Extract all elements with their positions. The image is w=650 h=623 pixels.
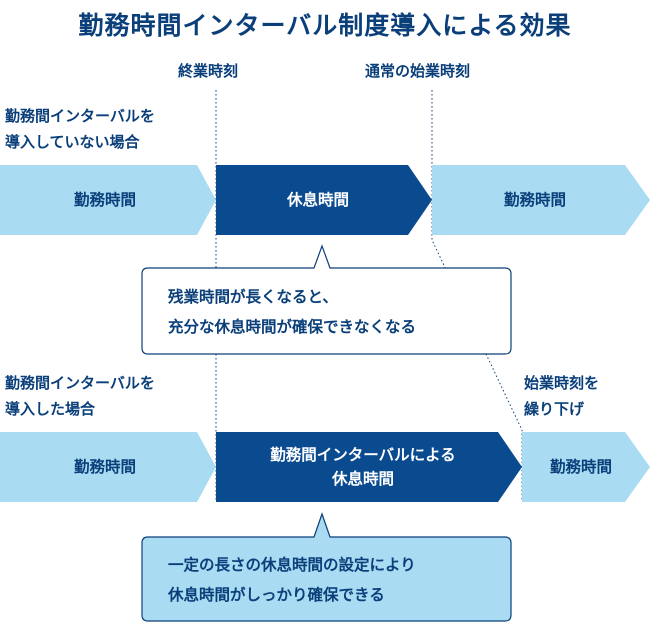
row2-work-1-text: 勤務時間: [0, 432, 210, 502]
row2-work-arrow-1: [0, 432, 216, 502]
row2-work-arrow-2: [522, 432, 650, 502]
callout-1-line-1: 残業時間が長くなると、: [168, 288, 338, 306]
row2-work-1-label: 勤務時間: [73, 458, 136, 476]
row1-rest-arrow: [216, 165, 432, 235]
callout-2-line-1: 一定の長さの休息時間の設定により: [168, 556, 416, 574]
row2-rest-label-line-1: 勤務間インターバルによる: [270, 446, 456, 464]
callout-1-line-2: 充分な休息時間が確保できなくなる: [168, 318, 417, 336]
row2-rest-text: 勤務間インターバルによる 休息時間: [216, 432, 510, 502]
row1-work-1-text: 勤務時間: [0, 165, 210, 235]
callout-1-text: 残業時間が長くなると、 充分な休息時間が確保できなくなる: [168, 282, 416, 342]
callout-2-text: 一定の長さの休息時間の設定により 休息時間がしっかり確保できる: [168, 550, 416, 610]
start-time-shift-label: 始業時刻を 繰り下げ: [524, 370, 599, 422]
normal-start-time-label: 通常の始業時刻: [365, 62, 471, 80]
row2-work-2-label: 勤務時間: [549, 458, 612, 476]
case-with-label: 勤務間インターバルを 導入した場合: [5, 370, 155, 422]
case-with-label-line-2: 導入した場合: [5, 400, 96, 418]
shift-label-line-2: 繰り下げ: [524, 400, 585, 418]
case-without-label-line-1: 勤務間インターバルを: [5, 107, 155, 125]
case-without-label: 勤務間インターバルを 導入していない場合: [5, 103, 155, 155]
case-with-label-line-1: 勤務間インターバルを: [5, 374, 155, 392]
row1-rest-text: 休息時間: [216, 165, 420, 235]
row1-work-2-text: 勤務時間: [432, 165, 638, 235]
row2-rest-arrow: [216, 432, 522, 502]
case-without-label-line-2: 導入していない場合: [5, 133, 140, 151]
row1-rest-label: 休息時間: [286, 191, 349, 209]
row2-rest-label-line-2: 休息時間: [331, 470, 394, 488]
row1-work-arrow-1: [0, 165, 216, 235]
row1-work-2-label: 勤務時間: [503, 191, 566, 209]
row1-work-arrow-2: [432, 165, 650, 235]
shift-label-line-1: 始業時刻を: [524, 374, 600, 392]
callout-2-line-2: 休息時間がしっかり確保できる: [168, 586, 385, 604]
row1-work-1-label: 勤務時間: [73, 191, 136, 209]
callout-2-bubble: [141, 512, 512, 622]
callout-1-bubble: [141, 244, 512, 355]
end-time-label: 終業時刻: [178, 62, 239, 80]
diagram-title: 勤務時間インターバル制度導入による効果: [78, 11, 572, 40]
row2-work-2-text: 勤務時間: [522, 432, 640, 502]
